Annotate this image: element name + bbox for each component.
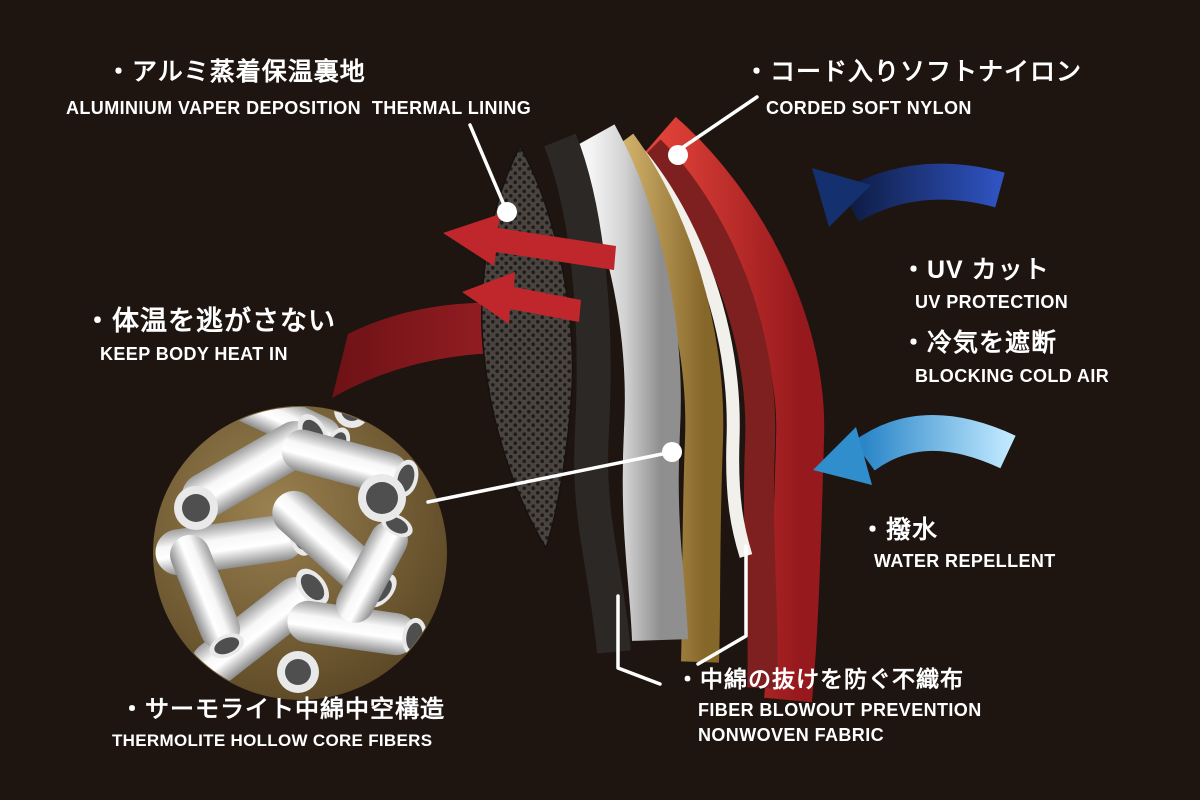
label-thermolite-en: THERMOLITE HOLLOW CORE FIBERS <box>112 731 433 750</box>
layer-nonwoven-tan <box>602 133 724 663</box>
label-uv-jp: ・UV カット <box>901 256 1050 284</box>
label-nonwoven-en1: FIBER BLOWOUT PREVENTION <box>698 700 982 720</box>
label-thermolite-jp: ・サーモライト中綿中空構造 <box>120 696 445 723</box>
callout-dot-fibers <box>662 442 682 462</box>
hollow-fiber-inset <box>153 406 447 700</box>
callout-line-nonwoven-a <box>616 594 662 686</box>
layer-inner-shell-dark-red <box>639 139 778 689</box>
callout-dot-thermal-lining <box>497 202 517 222</box>
fabric-layers <box>481 116 825 703</box>
callout-lines <box>426 95 759 686</box>
label-corded-nylon-jp: ・コード入りソフトナイロン <box>744 58 1083 86</box>
layer-inner-liner-dark <box>544 133 631 654</box>
label-corded-nylon-en: CORDED SOFT NYLON <box>766 98 972 118</box>
label-thermal-lining-jp: ・アルミ蒸着保温裏地 <box>106 58 366 86</box>
label-nonwoven-en2: NONWOVEN FABRIC <box>698 725 884 745</box>
label-nonwoven-jp: ・中綿の抜けを防ぐ不織布 <box>676 666 964 692</box>
uv-arrow <box>812 163 1005 227</box>
label-uv-en: UV PROTECTION <box>915 292 1069 312</box>
label-keep-heat-en: KEEP BODY HEAT IN <box>100 344 288 364</box>
callout-dot-corded-nylon <box>668 145 688 165</box>
label-blocking-cold-en: BLOCKING COLD AIR <box>915 366 1110 386</box>
callout-line-corded-nylon <box>674 95 759 154</box>
label-thermal-lining-en: ALUMINIUM VAPER DEPOSITION THERMAL LININ… <box>66 98 532 118</box>
callout-dots <box>497 145 688 462</box>
label-blocking-cold-jp: ・冷気を遮断 <box>901 329 1058 357</box>
label-keep-heat-jp: ・体温を逃がさない <box>84 306 336 336</box>
heat-arrow-lower <box>462 272 581 324</box>
layer-corded-soft-nylon <box>644 116 825 703</box>
callout-line-nonwoven-b <box>696 544 748 666</box>
heat-arrow-upper <box>443 214 616 270</box>
hollow-fiber-tubes <box>155 407 427 693</box>
callout-line-fibers <box>426 450 674 504</box>
callout-line-thermal-lining <box>468 123 509 214</box>
layer-insulation-silver <box>565 124 688 642</box>
label-water-repellent-en: WATER REPELLENT <box>874 551 1056 571</box>
label-water-repellent-jp: ・撥水 <box>860 516 939 544</box>
keep-heat-arrows <box>443 214 616 324</box>
cold-air-arrow <box>813 414 1016 485</box>
